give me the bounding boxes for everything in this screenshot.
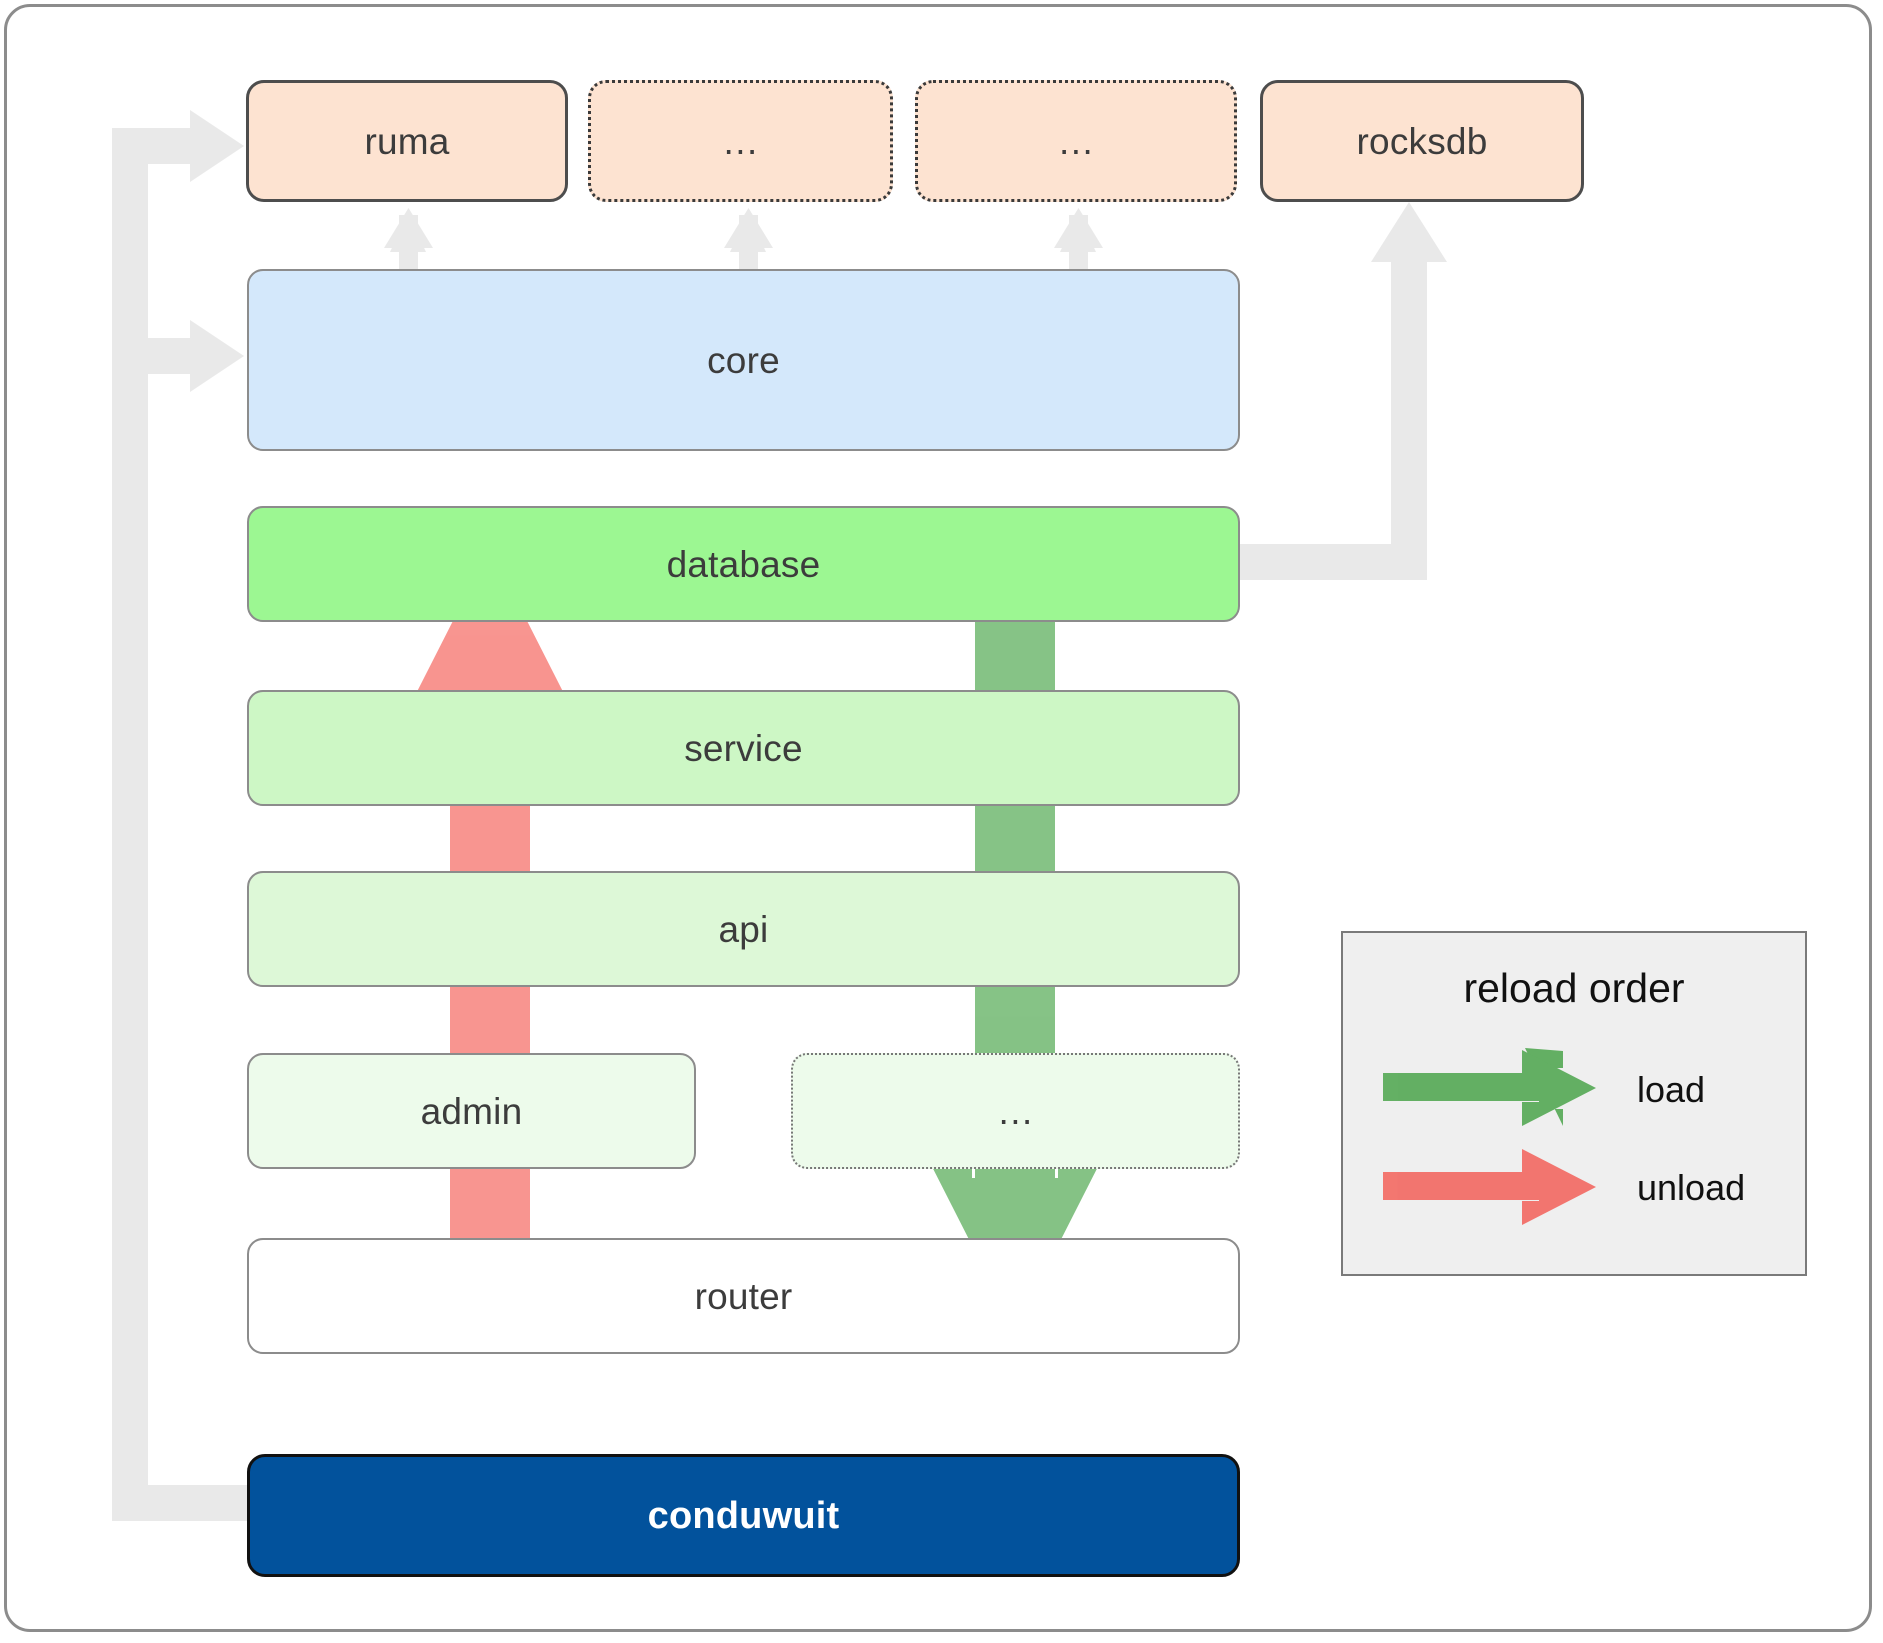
node-database-label: database (666, 543, 821, 585)
node-admin[interactable]: admin (247, 1053, 696, 1169)
node-conduwuit[interactable]: conduwuit (247, 1454, 1240, 1577)
node-ext-placeholder-2[interactable]: … (915, 80, 1237, 202)
legend-unload-label: unload (1637, 1167, 1746, 1208)
node-layer-placeholder[interactable]: … (791, 1053, 1240, 1169)
node-api[interactable]: api (247, 871, 1240, 987)
legend-unload-arrow (1383, 1149, 1596, 1225)
node-api-label: api (718, 908, 769, 950)
node-ext-placeholder-1-label: … (721, 120, 760, 162)
node-admin-label: admin (420, 1090, 523, 1132)
node-service[interactable]: service (247, 690, 1240, 806)
node-ext-placeholder-2-label: … (1057, 120, 1095, 162)
node-core-label: core (707, 339, 780, 381)
node-layer-placeholder-label: … (996, 1090, 1035, 1132)
node-router-label: router (694, 1275, 793, 1317)
node-router[interactable]: router (247, 1238, 1240, 1354)
diagram-frame (4, 4, 1872, 1632)
node-ruma[interactable]: ruma (246, 80, 568, 202)
node-service-label: service (684, 727, 803, 769)
legend-title: reload order (1463, 965, 1685, 1011)
legend-swatches (1383, 1048, 1596, 1225)
legend-load-arrow (1383, 1048, 1596, 1126)
node-rocksdb-label: rocksdb (1356, 120, 1488, 162)
legend-load-label: load (1637, 1069, 1706, 1110)
node-ext-placeholder-1[interactable]: … (588, 80, 893, 202)
legend-panel: reload order load unload (1341, 931, 1807, 1276)
node-core[interactable]: core (247, 269, 1240, 451)
node-conduwuit-label: conduwuit (647, 1494, 840, 1537)
node-database[interactable]: database (247, 506, 1240, 622)
node-ruma-label: ruma (364, 120, 450, 162)
node-rocksdb[interactable]: rocksdb (1260, 80, 1584, 202)
